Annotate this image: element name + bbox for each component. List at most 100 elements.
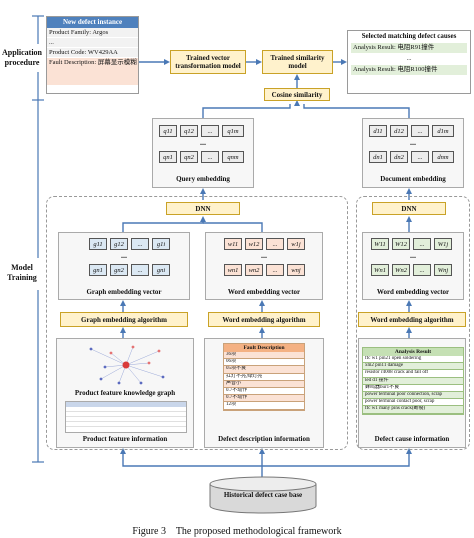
fault-row: 0.7不动作 bbox=[224, 395, 304, 403]
new-defect-instance-header: New defect instance bbox=[47, 17, 138, 28]
product-graph-label: Product feature knowledge graph bbox=[74, 389, 176, 397]
graph-vector-caption: Graph embedding vector bbox=[86, 288, 162, 296]
W-cell: W12 bbox=[392, 238, 410, 250]
graph-vector-panel: g11 g12 ... g1i ... gn1 gn2 ... gni Grap… bbox=[58, 232, 190, 300]
W-cell: Wn2 bbox=[392, 264, 410, 276]
W-cell: Wn1 bbox=[371, 264, 389, 276]
w-cell: w1j bbox=[287, 238, 305, 250]
graph-embedding-algorithm: Graph embedding algorithm bbox=[60, 312, 188, 327]
word-vector-mid-caption: Word embedding vector bbox=[227, 288, 301, 296]
W-cell: Wnj bbox=[434, 264, 452, 276]
d-cell: d1m bbox=[432, 125, 454, 137]
product-info-table bbox=[65, 401, 187, 433]
graph-row-ellipsis: ... bbox=[121, 251, 127, 260]
product-info-caption: Product feature information bbox=[82, 435, 168, 443]
d-cell: d11 bbox=[369, 125, 387, 137]
q-cell: qn1 bbox=[159, 151, 177, 163]
analysis-row: power terminal contact poor, scrap bbox=[363, 399, 463, 407]
analysis-result-table: Analysis Result ffc w1 pin21 open solder… bbox=[362, 347, 464, 415]
document-embedding-caption: Document embedding bbox=[380, 175, 446, 183]
instance-line-code: Product Code: WV429AA bbox=[47, 48, 138, 58]
q-cell: qn2 bbox=[180, 151, 198, 163]
q-cell: q1m bbox=[222, 125, 244, 137]
cosine-similarity-box: Cosine similarity bbox=[264, 88, 330, 101]
trained-vector-model: Trained vector transformation model bbox=[170, 50, 246, 74]
defect-description-panel: Fault Description 36项 06项 05项不良 扛灯不亮,绿灯亮… bbox=[204, 338, 324, 448]
q-cell: q11 bbox=[159, 125, 177, 137]
document-training-group bbox=[356, 196, 470, 450]
g-cell: g1i bbox=[152, 238, 170, 250]
w-cell: wn2 bbox=[245, 264, 263, 276]
fault-description-table: Fault Description 36项 06项 05项不良 扛灯不亮,绿灯亮… bbox=[223, 343, 305, 411]
instance-line-ellipsis: ... bbox=[47, 38, 138, 48]
query-embedding-caption: Query embedding bbox=[176, 175, 230, 183]
w-cell: w12 bbox=[245, 238, 263, 250]
analysis-row: led d1 撞件 bbox=[363, 377, 463, 385]
W-cell: ... bbox=[413, 238, 431, 250]
d-cell: d12 bbox=[390, 125, 408, 137]
selected-cause-item: Analysis Result: 电阻R100撞件 bbox=[351, 65, 467, 75]
g-cell: gni bbox=[152, 264, 170, 276]
defect-description-caption: Defect description information bbox=[218, 435, 310, 443]
query-embedding-panel: q11 q12 ... q1m ... qn1 qn2 ... qnm Quer… bbox=[152, 118, 254, 188]
g-cell: gn2 bbox=[110, 264, 128, 276]
w-cell: wnj bbox=[287, 264, 305, 276]
selected-cause-item: Analysis Result: 电阻R91撞件 bbox=[351, 43, 467, 53]
analysis-row: 蜂鸣器bur1不良 bbox=[363, 385, 463, 393]
dnn-left: DNN bbox=[166, 202, 240, 215]
fault-row: 声音小 bbox=[224, 380, 304, 389]
g-cell: g12 bbox=[110, 238, 128, 250]
W-cell: W11 bbox=[371, 238, 389, 250]
instance-line-family: Product Family: Argos bbox=[47, 28, 138, 38]
word-vector-right-panel: W11 W12 ... W1j ... Wn1 Wn2 ... Wnj Word… bbox=[362, 232, 464, 300]
fault-row: 36项 bbox=[224, 352, 304, 360]
w-cell: w11 bbox=[224, 238, 242, 250]
d-cell: dn1 bbox=[369, 151, 387, 163]
query-row-ellipsis: ... bbox=[200, 138, 206, 147]
w-cell: ... bbox=[266, 264, 284, 276]
query-training-group bbox=[46, 196, 348, 450]
historical-case-base-cylinder bbox=[209, 476, 317, 514]
product-feature-panel: Product feature knowledge graph Product … bbox=[56, 338, 194, 448]
d-cell: ... bbox=[411, 125, 429, 137]
application-procedure-label: Application procedure bbox=[2, 48, 43, 67]
q-cell: ... bbox=[201, 125, 219, 137]
knowledge-graph-figure bbox=[89, 345, 165, 385]
fault-row: 扛灯不亮,绿灯亮 bbox=[224, 374, 304, 381]
fault-row: 05项不良 bbox=[224, 366, 304, 374]
model-training-label: Model Training bbox=[7, 263, 37, 282]
W-cell: ... bbox=[413, 264, 431, 276]
analysis-table-header: Analysis Result bbox=[363, 348, 463, 356]
fault-row: 06项 bbox=[224, 359, 304, 367]
new-defect-instance-box: New defect instance Product Family: Argo… bbox=[46, 16, 139, 94]
word-embedding-algorithm-mid: Word embedding algorithm bbox=[208, 312, 320, 327]
d-cell: ... bbox=[411, 151, 429, 163]
w-cell: wn1 bbox=[224, 264, 242, 276]
w-cell: ... bbox=[266, 238, 284, 250]
analysis-row: xm2 pin11 damage bbox=[363, 363, 463, 371]
W-cell: W1j bbox=[434, 238, 452, 250]
d-cell: dn2 bbox=[390, 151, 408, 163]
g-cell: ... bbox=[131, 238, 149, 250]
defect-cause-panel: Analysis Result ffc w1 pin21 open solder… bbox=[358, 338, 466, 448]
document-row-ellipsis: ... bbox=[410, 138, 416, 147]
selected-causes-box: Selected matching defect causes Analysis… bbox=[347, 30, 471, 94]
analysis-row: ffc w1 pin21 open soldering bbox=[363, 356, 463, 364]
g-cell: gn1 bbox=[89, 264, 107, 276]
historical-case-base-label: Historical defect case base bbox=[223, 491, 303, 499]
analysis-row: ffc w1 many pins crack(断裂) bbox=[363, 406, 463, 414]
dnn-right: DNN bbox=[372, 202, 446, 215]
word-right-row-ellipsis: ... bbox=[410, 251, 416, 260]
selected-cause-ellipsis: ... bbox=[406, 55, 412, 62]
q-cell: ... bbox=[201, 151, 219, 163]
word-mid-row-ellipsis: ... bbox=[261, 251, 267, 260]
q-cell: qnm bbox=[222, 151, 244, 163]
analysis-row: power terminal poor connection, scrap bbox=[363, 392, 463, 400]
q-cell: q12 bbox=[180, 125, 198, 137]
g-cell: ... bbox=[131, 264, 149, 276]
figure-caption: Figure 3 The proposed methodological fra… bbox=[132, 526, 342, 537]
fault-table-header: Fault Description bbox=[224, 344, 304, 352]
selected-causes-header: Selected matching defect causes bbox=[361, 32, 457, 40]
g-cell: g11 bbox=[89, 238, 107, 250]
